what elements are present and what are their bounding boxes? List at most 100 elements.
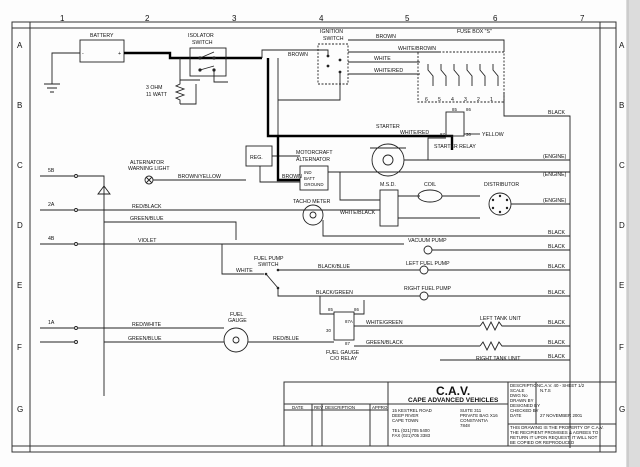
- resistor-label-1: 3 OHM: [146, 85, 162, 91]
- wire-label-white-red-2: WHITE/RED: [400, 130, 429, 136]
- fuse-box-label: FUSE BOX "S": [457, 29, 492, 35]
- wire-label-brown-3: BROWN: [282, 174, 302, 180]
- right-tank-label: RIGHT TANK UNIT: [476, 356, 521, 362]
- fuel-gauge-label-2: GAUGE: [228, 318, 247, 324]
- fuse-6: 6: [425, 97, 428, 103]
- grid-row-G-right: G: [619, 405, 625, 414]
- field-designed-by: DESIGNED BY: [510, 403, 540, 408]
- rev-rev-header: REV: [314, 405, 323, 410]
- field-description: DESCRIPTION: [510, 383, 540, 388]
- grid-row-G: G: [17, 405, 23, 414]
- distributor-label: DISTRIBUTOR: [484, 182, 519, 188]
- fuel-gauge: FUEL GAUGE: [223, 312, 249, 353]
- wire-label-engine-2: (ENGINE): [543, 172, 567, 178]
- msd-ignition: M.S.D.: [379, 182, 399, 227]
- isolator-label-1: ISOLATOR: [188, 33, 214, 39]
- isolator-switch: ISOLATOR SWITCH: [188, 33, 227, 77]
- value-date: 27 NOVEMBER 2001: [540, 413, 583, 418]
- alt-batt: BATT: [304, 176, 315, 181]
- relay2-label-2: C/O RELAY: [330, 356, 358, 362]
- ignition-label-2: SWITCH: [323, 36, 344, 42]
- wire-label-black-blue: BLACK/BLUE: [318, 264, 351, 270]
- resistor-label-2: 11 WATT: [146, 92, 168, 98]
- field-scale: SCALE: [510, 388, 524, 393]
- notice-line-1: THIS DRAWING IS THE PROPERTY OF C.A.V.: [510, 425, 604, 430]
- grid-col-5: 5: [405, 14, 410, 23]
- grid-column-labels: 1 2 3 4 5 6 7: [60, 14, 585, 23]
- resistor-3-ohm: 3 OHM 11 WATT: [146, 80, 186, 104]
- po-line-1: SUITE 311: [460, 408, 482, 413]
- starter-relay: 85 86 87 30 STARTER RELAY: [434, 107, 476, 150]
- address-line-2: DEEP RIVER: [392, 413, 419, 418]
- alternator: MOTORCRAFT ALTERNATOR IND BATT GROUND: [296, 150, 333, 191]
- notice-line-4: BE COPIED OR REPRODUCED: [510, 440, 574, 445]
- right-tank-unit: RIGHT TANK UNIT: [476, 340, 570, 362]
- grid-row-B: B: [17, 101, 22, 110]
- wire-label-green-blue: GREEN/BLUE: [130, 216, 164, 222]
- fuse-1A: 1A: [48, 320, 55, 326]
- alt-light-label-2: WARNING LIGHT: [128, 166, 170, 172]
- grid-col-6: 6: [493, 14, 498, 23]
- wire-label-black-top: BLACK: [548, 110, 566, 116]
- fuse-1: 1: [490, 97, 493, 103]
- value-description: C.A.V. 40 - SHEET 1/2: [540, 383, 585, 388]
- wire-label-black-4: BLACK: [548, 264, 566, 270]
- wire-label-black-2: BLACK: [548, 230, 566, 236]
- battery: BATTERY - +: [44, 33, 125, 93]
- fuse-2A: 2A: [48, 202, 55, 208]
- address-line-1: 15 KESTREL ROAD: [392, 408, 432, 413]
- fuse-4B: 4B: [48, 236, 55, 242]
- company-full-name: CAPE ADVANCED VEHICLES: [408, 397, 499, 404]
- fuel-pump-switch-label-2: SWITCH: [258, 262, 279, 268]
- wire-label-black-green: BLACK/GREEN: [316, 290, 353, 296]
- relay2-label-1: FUEL GAUGE: [326, 350, 360, 356]
- wire-label-red-black: RED/BLACK: [132, 204, 162, 210]
- title-block: DATE REV DESCRIPTION APPRO C.A.V. CAPE A…: [283, 381, 617, 447]
- battery-plus: +: [118, 51, 121, 57]
- wire-label-black-3: BLACK: [548, 244, 566, 250]
- starter-relay-87: 87: [440, 132, 445, 137]
- grid-row-F-right: F: [619, 343, 624, 352]
- field-checked-by: CHECKED BY: [510, 408, 539, 413]
- fuse-box: FUSE BOX "S" 6 5 4 3 2 1: [417, 29, 505, 103]
- grid-row-F: F: [17, 343, 22, 352]
- left-tank-unit: LEFT TANK UNIT: [479, 316, 570, 332]
- relay2-30: 30: [326, 328, 331, 333]
- grid-col-2: 2: [145, 14, 150, 23]
- wire-label-brown-2: BROWN: [376, 34, 396, 40]
- battery-label: BATTERY: [90, 33, 114, 39]
- battery-minus: -: [82, 51, 84, 57]
- right-fuel-pump-label: RIGHT FUEL PUMP: [404, 286, 452, 292]
- fuel-pump-switch-label-1: FUEL PUMP: [254, 256, 284, 262]
- ignition-label-1: IGNITION: [320, 29, 343, 35]
- alternator-label-1: MOTORCRAFT: [296, 150, 333, 156]
- wire-label-brown-yellow: BROWN/YELLOW: [178, 174, 221, 180]
- grid-row-E-right: E: [619, 281, 624, 290]
- grid-row-E: E: [17, 281, 22, 290]
- tacho-meter: TACHO METER: [293, 199, 331, 226]
- fuse-5B: 5B: [48, 168, 55, 174]
- grid-row-C: C: [17, 161, 23, 170]
- fuse-bus: 5B 2A 4B 1A: [40, 168, 78, 344]
- alternator-label-2: ALTERNATOR: [296, 157, 330, 163]
- starter-relay-85: 85: [452, 107, 457, 112]
- wire-label-black-8: BLACK: [548, 354, 566, 360]
- wire-label-green-blue-2: GREEN/BLUE: [128, 336, 162, 342]
- wire-label-white-2: WHITE: [236, 268, 253, 274]
- fax-line: FAX (021)705 3383: [392, 433, 431, 438]
- wire-label-engine-1: (ENGINE): [543, 154, 567, 160]
- wire-label-black-7: BLACK: [548, 340, 566, 346]
- wire-label-brown-1: BROWN: [288, 52, 308, 58]
- relay2-85: 85: [328, 307, 333, 312]
- company-logo-text: C.A.V.: [436, 384, 470, 398]
- relay2-87A: 87A: [345, 319, 353, 324]
- relay2-87: 87: [345, 341, 350, 346]
- isolator-label-2: SWITCH: [192, 40, 213, 46]
- field-date: DATE: [510, 413, 521, 418]
- wire-label-white: WHITE: [374, 56, 391, 62]
- grid-col-4: 4: [319, 14, 324, 23]
- rev-date-header: DATE: [292, 405, 303, 410]
- fuse-2: 2: [477, 97, 480, 103]
- wire-label-white-green: WHITE/GREEN: [366, 320, 403, 326]
